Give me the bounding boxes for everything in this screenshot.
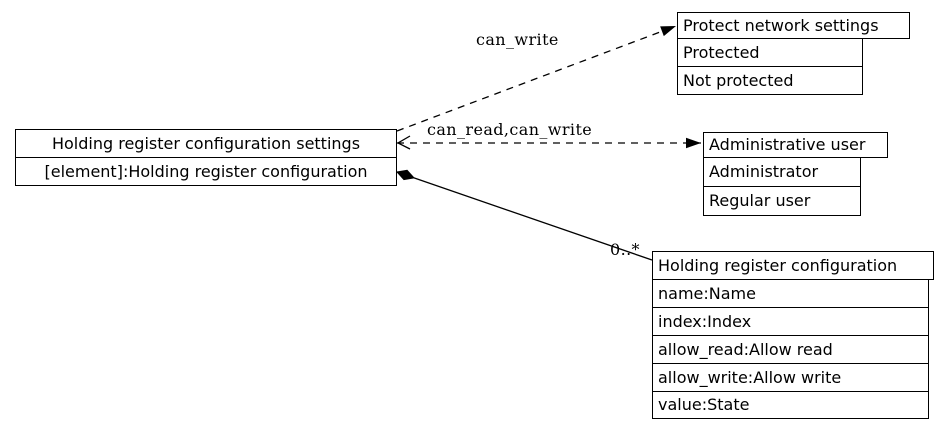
edge-label-multiplicity: 0..* bbox=[610, 240, 640, 259]
node-holding-register-row-allow-read: allow_read:Allow read bbox=[652, 335, 929, 364]
node-admin-user-title: Administrative user bbox=[703, 132, 888, 158]
edge-label-can-write: can_write bbox=[476, 30, 559, 49]
node-holding-register-row-allow-write: allow_write:Allow write bbox=[652, 363, 929, 392]
edge-label-can-read-can-write: can_read,can_write bbox=[427, 120, 593, 139]
node-protect-network-row-not-protected: Not protected bbox=[677, 66, 863, 95]
edge-can-read-can-write-source-open-arrow-icon bbox=[396, 135, 411, 150]
node-holding-register-title: Holding register configuration bbox=[652, 251, 934, 280]
node-admin-user-row-administrator: Administrator bbox=[703, 157, 861, 187]
node-settings-title: Holding register configuration settings bbox=[15, 129, 397, 158]
node-settings-row-element: [element]:Holding register configuration bbox=[15, 157, 397, 186]
node-holding-register-row-value: value:State bbox=[652, 391, 929, 419]
node-admin-user-row-regular-user: Regular user bbox=[703, 186, 861, 216]
node-protect-network-title: Protect network settings bbox=[677, 12, 910, 39]
edge-composition bbox=[396, 169, 653, 261]
edge-can-write bbox=[396, 25, 677, 132]
node-holding-register-row-name: name:Name bbox=[652, 279, 929, 308]
